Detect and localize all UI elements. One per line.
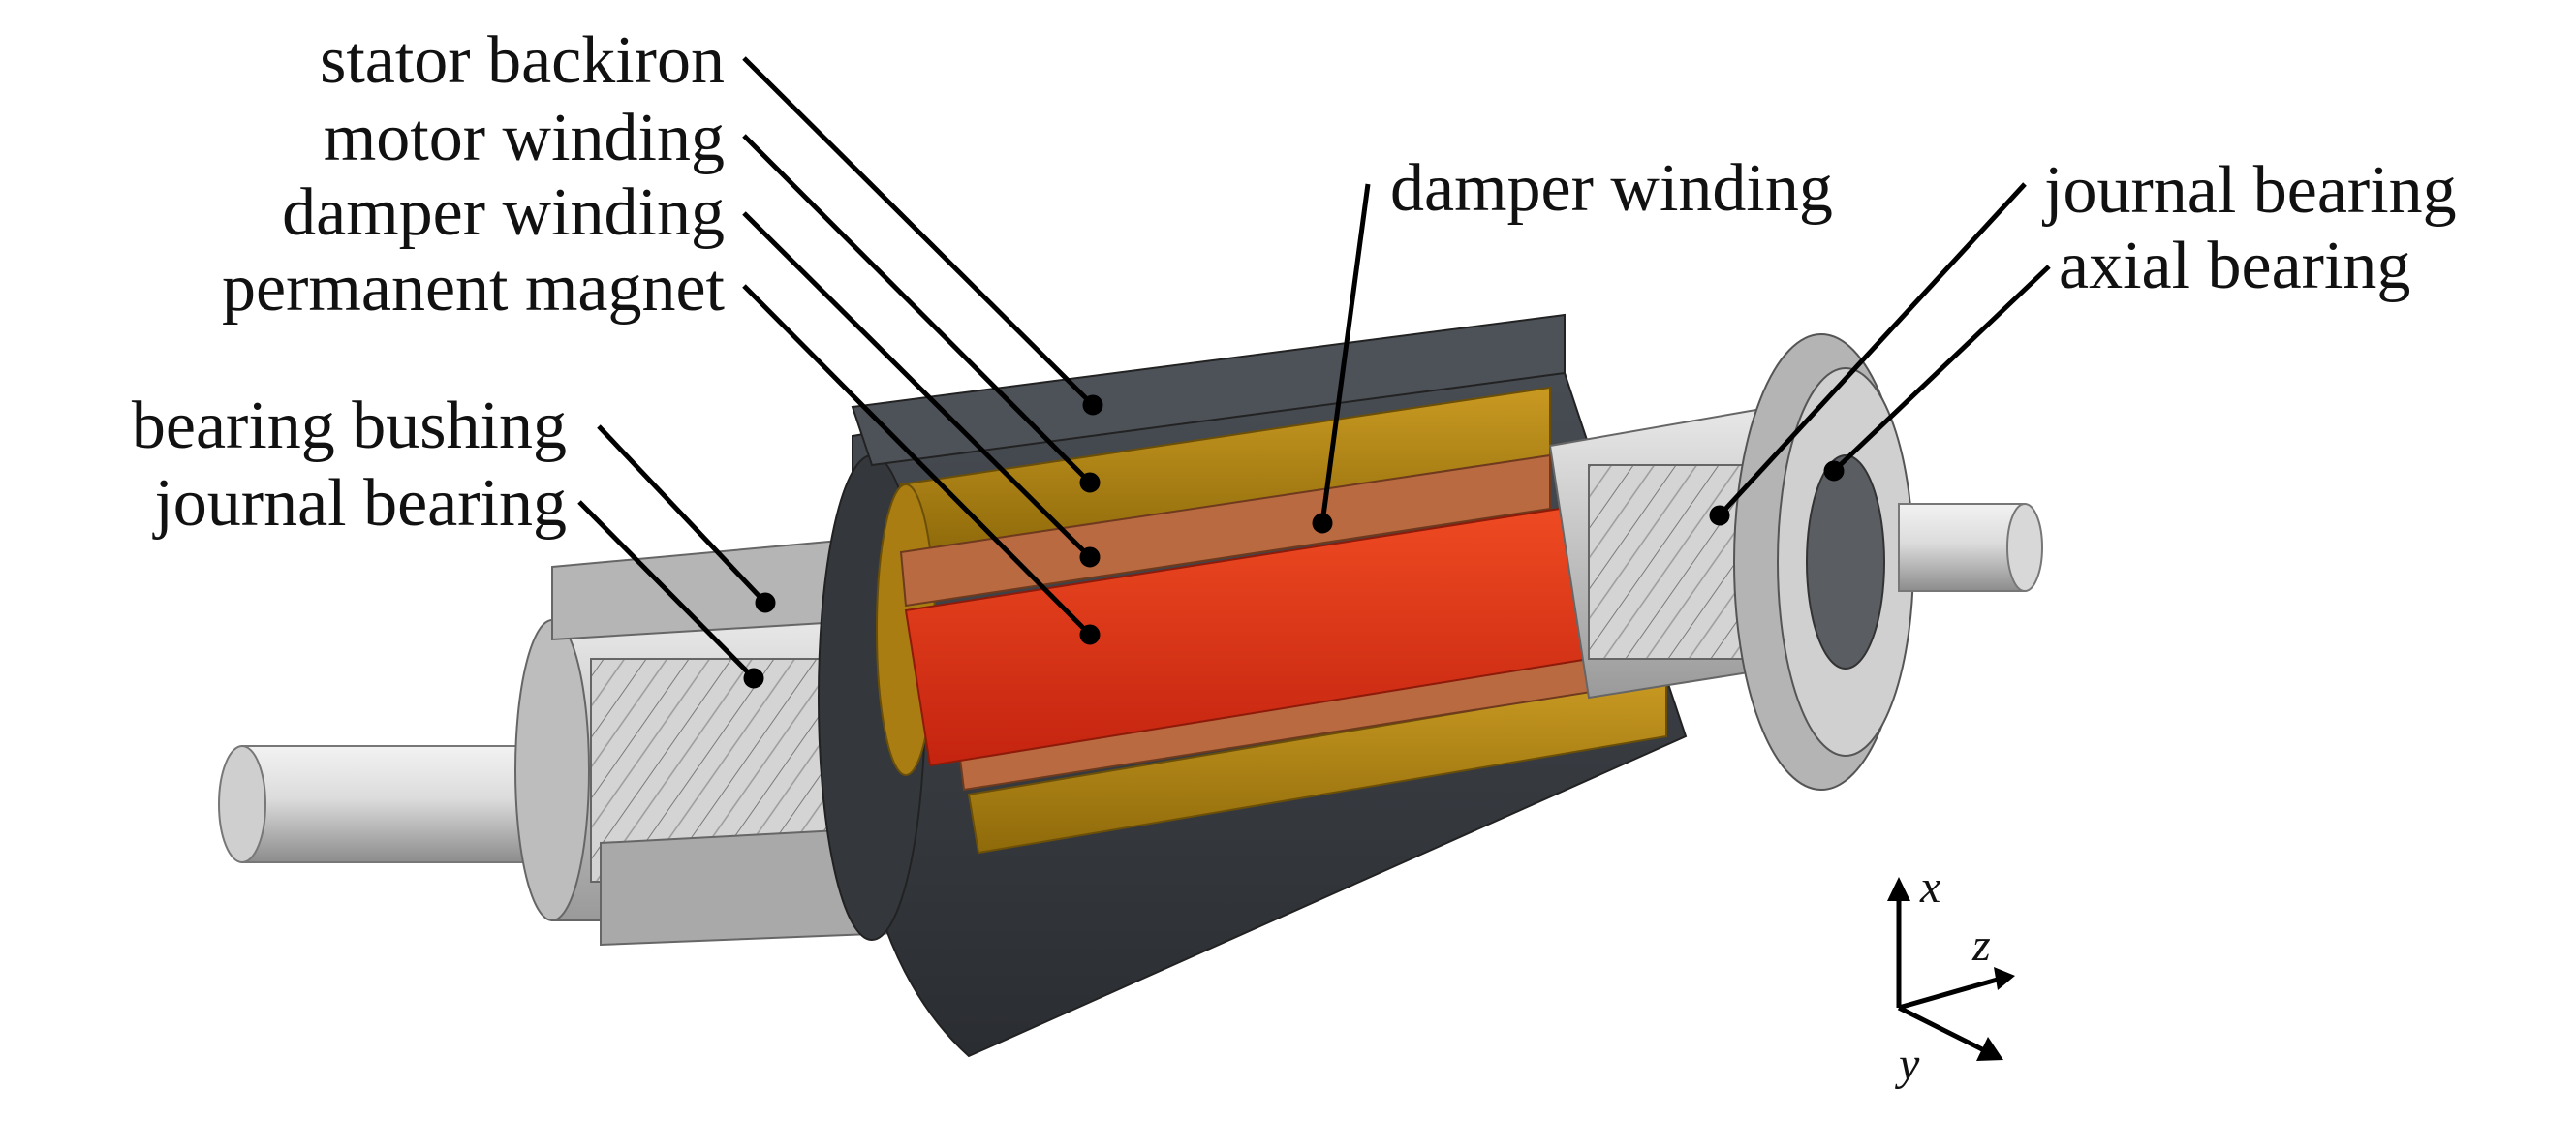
left-shaft [218, 745, 553, 863]
label-permanent-magnet: permanent magnet [222, 251, 725, 326]
leader-journal-bearing-left [577, 500, 756, 680]
leader-damper-winding-left [742, 211, 1092, 559]
leader-dot-axial-bearing [1823, 460, 1845, 482]
label-damper-winding-top: damper winding [1390, 151, 1833, 226]
label-journal-bearing-left: journal bearing [154, 466, 567, 541]
leader-motor-winding [742, 134, 1092, 484]
leader-lines [577, 56, 2051, 689]
leader-dot-motor-winding [1079, 472, 1101, 493]
leader-bearing-bushing [597, 424, 767, 605]
leader-dot-journal-bearing-right [1709, 505, 1730, 526]
leader-dot-stator-backiron [1082, 394, 1103, 416]
leader-stator-backiron [742, 56, 1095, 407]
label-damper-winding-left: damper winding [282, 175, 725, 250]
axis-y-line [1897, 1005, 1988, 1054]
leader-damper-winding-top [1319, 183, 1371, 524]
axis-z-arrowhead [1994, 967, 2015, 990]
label-stator-backiron: stator backiron [320, 23, 725, 98]
leader-dot-damper-winding-left [1079, 546, 1101, 568]
label-bearing-bushing: bearing bushing [131, 389, 567, 463]
xyz-axes-icon [1887, 877, 2015, 1061]
label-motor-winding: motor winding [323, 101, 725, 175]
leader-dot-damper-winding-top [1312, 513, 1333, 534]
right-shaft [1898, 503, 2043, 592]
leader-dot-permanent-magnet [1079, 624, 1101, 645]
leader-journal-bearing-right [1718, 182, 2027, 517]
axis-y-arrowhead [1976, 1037, 2003, 1061]
leader-dot-journal-bearing-left [743, 668, 764, 689]
label-journal-bearing-right: journal bearing [2044, 153, 2457, 228]
axial-bearing-disc [1733, 333, 1914, 791]
axis-z-label: z [1972, 919, 1991, 971]
leader-axial-bearing [1832, 265, 2051, 473]
label-axial-bearing: axial bearing [2059, 229, 2411, 303]
leader-permanent-magnet [742, 284, 1092, 637]
leader-dot-bearing-bushing [755, 592, 776, 613]
axis-z-line [1898, 976, 2002, 1011]
axis-y-label: y [1899, 1039, 1920, 1090]
axis-x-label: x [1920, 861, 1941, 913]
axis-x-arrowhead [1887, 877, 1910, 901]
